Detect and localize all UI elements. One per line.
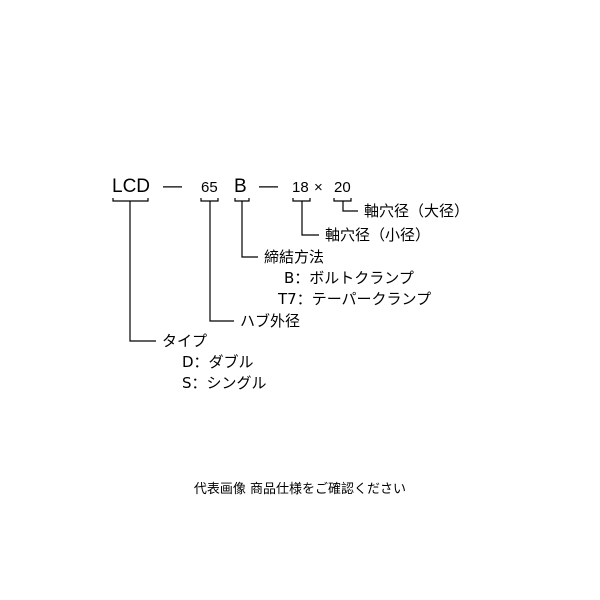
bracket-clamp [234,198,250,202]
label-bore-large: 軸穴径（大径） [364,202,470,220]
bracket-size [200,198,219,202]
leader-bore-large [342,201,358,212]
label-clamp-title: 締結方法 [264,248,325,266]
code-clamp: B [234,176,247,197]
label-clamp-b: B：ボルトクランプ [284,269,414,287]
label-bore-small: 軸穴径（小径） [325,226,431,244]
label-type-s: S：シングル [182,374,267,392]
leader-clamp [241,201,258,258]
code-size: 65 [201,179,218,196]
code-bore-large: 20 [334,179,351,196]
leader-type [129,201,156,342]
bracket-bore-small [292,198,311,202]
bracket-lcd [112,198,149,202]
leader-bore-small [301,201,319,236]
label-hub: ハブ外径 [240,312,301,330]
label-type-title: タイプ [162,332,208,350]
bracket-bore-large [333,198,352,202]
label-type-d: D：ダブル [182,353,254,371]
code-times: × [314,179,323,196]
code-dash-2: — [259,176,278,197]
leader-hub [209,201,234,322]
code-dash-1: — [163,176,182,197]
footer-note: 代表画像 商品仕様をご確認ください [193,482,407,497]
code-lcd: LCD [112,176,151,197]
label-clamp-t7: T7：テーパークランプ [278,290,432,308]
code-bore-small: 18 [292,179,309,196]
